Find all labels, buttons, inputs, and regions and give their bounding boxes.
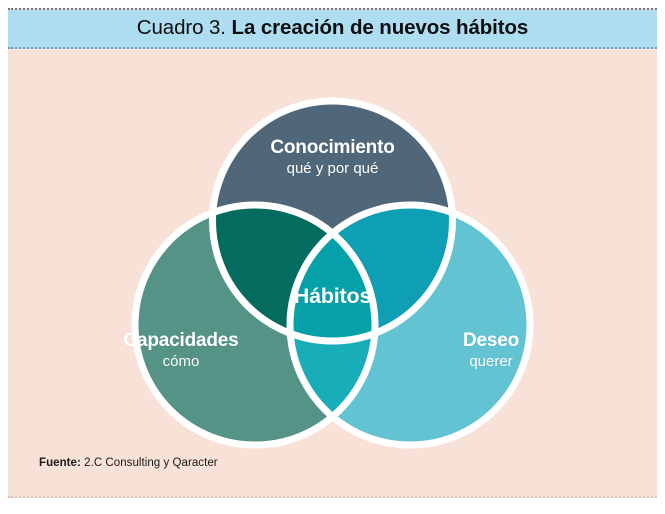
figure-title: Cuadro 3. La creación de nuevos hábitos bbox=[136, 16, 529, 40]
venn-diagram-graphic bbox=[131, 97, 534, 449]
figure-number-label: Cuadro 3. bbox=[136, 16, 226, 40]
venn-overlap-center bbox=[290, 205, 375, 341]
source-value: 2.C Consulting y Qaracter bbox=[84, 457, 218, 469]
figure-title-bar: Cuadro 3. La creación de nuevos hábitos bbox=[8, 10, 657, 49]
figure-title-text: La creación de nuevos hábitos bbox=[231, 16, 529, 40]
figure-card: Cuadro 3. La creación de nuevos hábitos bbox=[8, 8, 657, 498]
venn-outline-conocimiento bbox=[209, 97, 456, 345]
source-line: Fuente: 2.C Consulting y Qaracter bbox=[39, 457, 218, 469]
venn-outline-deseo bbox=[286, 201, 534, 449]
venn-diagram: Conocimiento qué y por qué Capacidades c… bbox=[8, 49, 657, 459]
source-label: Fuente: bbox=[39, 457, 81, 469]
venn-outline-capacidades bbox=[131, 201, 379, 449]
